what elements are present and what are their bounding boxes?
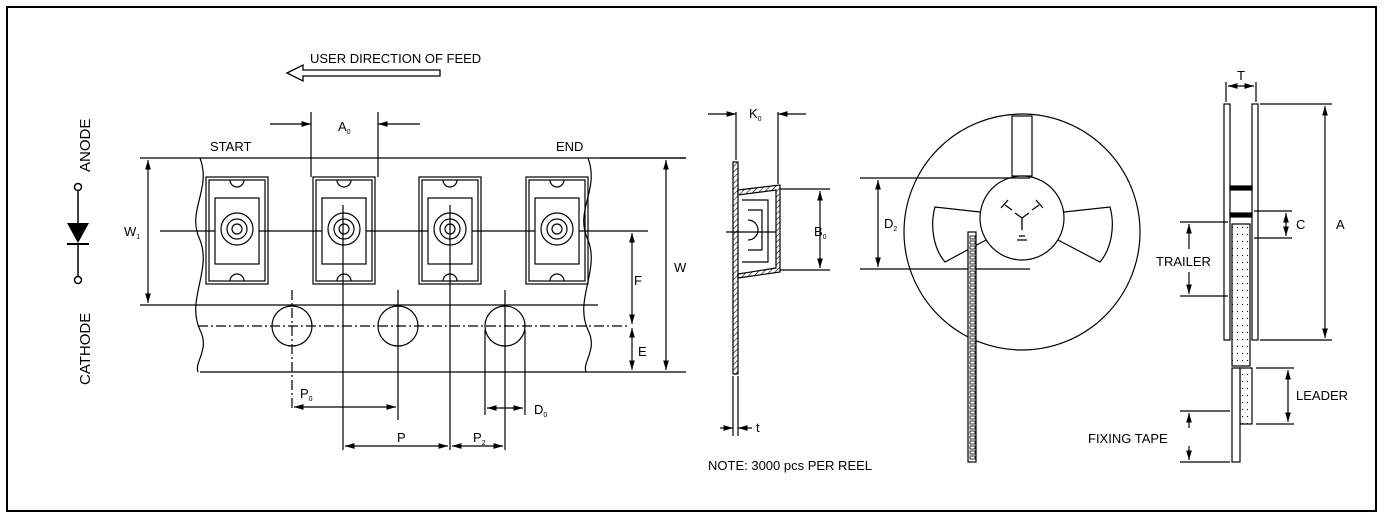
sprocket-tooth <box>969 255 976 260</box>
sprocket-tooth <box>969 305 976 310</box>
reel-labels: D2 NOTE: 3000 pcs PER REEL <box>708 216 897 473</box>
tape-dim-labels: A0 W1 W F E P0 P P2 D0 <box>124 119 687 447</box>
sprocket-tooth <box>969 405 976 410</box>
sprocket-tooth <box>969 295 976 300</box>
hub-center-icon <box>1000 199 1044 241</box>
tape-cross-section <box>708 111 830 436</box>
sprocket-tooth <box>969 415 976 420</box>
polarity-symbol: ANODE CATHODE <box>67 119 94 385</box>
sprocket-tooth <box>969 320 976 325</box>
sprocket-tooth <box>969 390 976 395</box>
sprocket-tooth <box>969 280 976 285</box>
sprocket-tooth <box>969 345 976 350</box>
feed-arrow-icon <box>285 63 441 83</box>
sprocket-tooth <box>969 370 976 375</box>
anode-label: ANODE <box>77 119 94 172</box>
sprocket-tooth <box>969 435 976 440</box>
pocket-1 <box>205 176 269 285</box>
figure-frame <box>6 6 1377 512</box>
sprocket-tooth <box>969 375 976 380</box>
dim-b0: B0 <box>814 224 827 241</box>
sprocket-tooth <box>969 235 976 240</box>
dim-p: P <box>397 430 406 445</box>
sprocket-tooth <box>969 290 976 295</box>
diode-icon <box>67 182 89 285</box>
sprocket-tooth <box>969 325 976 330</box>
dim-d2: D2 <box>884 216 897 233</box>
feed-label: USER DIRECTION OF FEED <box>310 51 481 66</box>
sprocket-tooth <box>969 365 976 370</box>
reel-front <box>860 113 1141 463</box>
feed-direction: USER DIRECTION OF FEED <box>285 51 481 83</box>
sprocket-tooth <box>969 420 976 425</box>
sprocket-tooth <box>969 300 976 305</box>
tape-labels: START END <box>210 139 583 154</box>
dim-a: A <box>1336 217 1345 232</box>
dim-c: C <box>1296 217 1305 232</box>
sprocket-tooth <box>969 285 976 290</box>
sprocket-tooth <box>969 250 976 255</box>
sprocket-tooth <box>969 275 976 280</box>
fixing-tape-label: FIXING TAPE <box>1088 431 1168 446</box>
sprocket-tooth <box>969 410 976 415</box>
dim-p2: P2 <box>473 430 486 447</box>
sprocket-tooth <box>969 400 976 405</box>
cross-section-labels: K0 B0 t <box>749 106 827 435</box>
sprocket-tooth <box>969 395 976 400</box>
sprocket-tooth <box>969 450 976 455</box>
trailer-label: TRAILER <box>1156 254 1211 269</box>
sprocket-tooth <box>969 330 976 335</box>
tape-pockets <box>205 112 589 450</box>
reel-side <box>1180 82 1332 463</box>
sprocket-tooth <box>969 240 976 245</box>
sprocket-tooth <box>969 385 976 390</box>
sprocket-tooth <box>969 335 976 340</box>
sprocket-tooth <box>969 425 976 430</box>
dim-w1: W1 <box>124 224 140 241</box>
start-label: START <box>210 139 251 154</box>
sprocket-tooth <box>969 360 976 365</box>
dim-t-thickness: t <box>756 420 760 435</box>
sprocket-tooth <box>969 260 976 265</box>
reel-side-labels: T C A TRAILER LEADER FIXING TAPE <box>1088 68 1348 446</box>
cathode-label: CATHODE <box>77 313 94 385</box>
leader-label: LEADER <box>1296 388 1348 403</box>
pocket-4 <box>525 176 589 285</box>
pocket-2 <box>312 176 376 285</box>
sprocket-tooth <box>969 315 976 320</box>
sprocket-tooth <box>969 455 976 460</box>
sprocket-tooth <box>969 440 976 445</box>
dim-t-width: T <box>1237 68 1245 83</box>
sprocket-tooth <box>969 310 976 315</box>
sprocket-tooth <box>969 265 976 270</box>
carrier-tape <box>140 157 686 373</box>
sprocket-tooth <box>969 430 976 435</box>
dim-p0: P0 <box>300 386 313 403</box>
dim-f: F <box>634 273 642 288</box>
dim-e: E <box>638 344 647 359</box>
sprocket-tooth <box>969 350 976 355</box>
sprocket-tooth <box>969 245 976 250</box>
sprocket-tooth <box>969 270 976 275</box>
sprocket-tooth <box>969 445 976 450</box>
end-label: END <box>556 139 583 154</box>
sprocket-tooth <box>969 380 976 385</box>
dim-k0: K0 <box>749 106 762 123</box>
reel-note: NOTE: 3000 pcs PER REEL <box>708 458 872 473</box>
tape-sprocket-teeth <box>969 235 976 460</box>
tape-dimensions <box>145 121 669 449</box>
sprocket-tooth <box>969 355 976 360</box>
sprocket-tooth <box>969 340 976 345</box>
dim-d0: D0 <box>534 402 547 419</box>
dim-a0: A0 <box>338 119 351 136</box>
dim-w: W <box>674 260 687 275</box>
